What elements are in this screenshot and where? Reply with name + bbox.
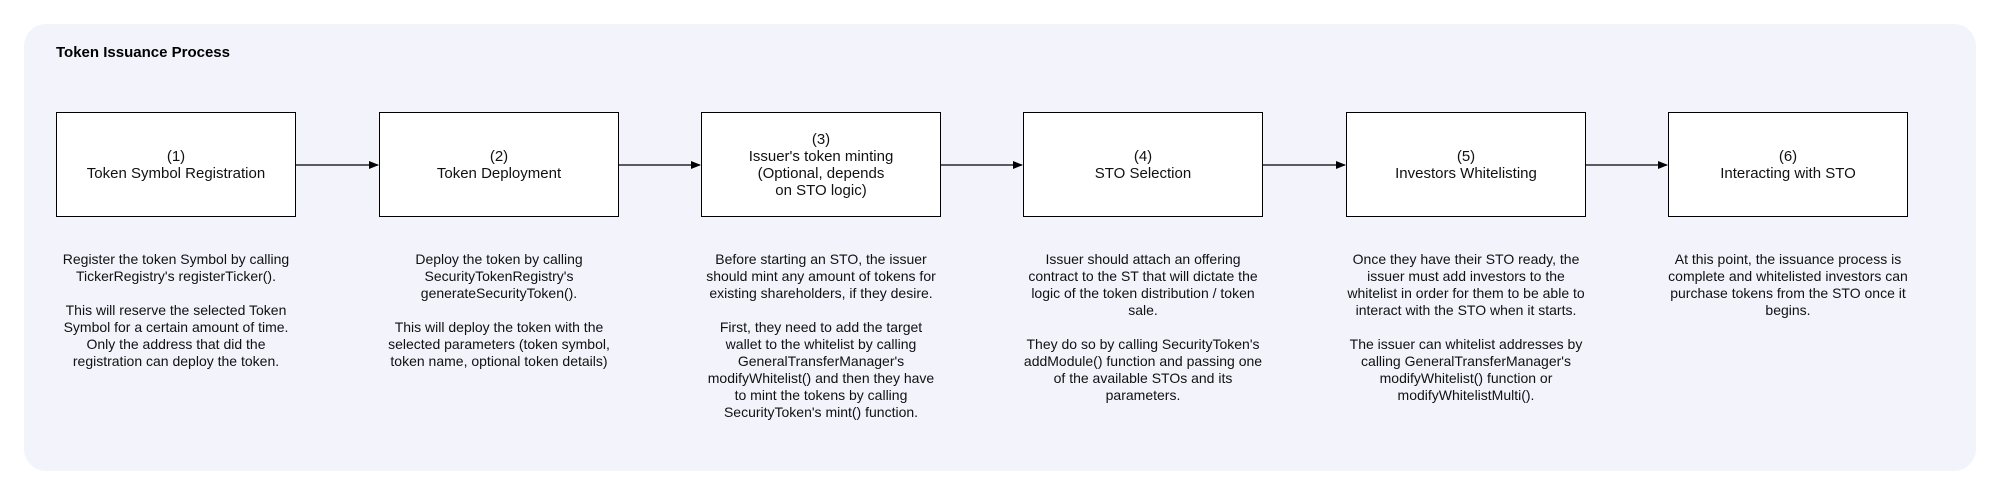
step-box-investors-whitelisting: (5) Investors Whitelisting bbox=[1346, 112, 1586, 217]
step-box-token-deployment: (2) Token Deployment bbox=[379, 112, 619, 217]
step-number: (2) bbox=[489, 147, 509, 165]
step-number: (6) bbox=[1778, 147, 1798, 165]
step-name: Investors Whitelisting bbox=[1395, 164, 1537, 182]
step-name: Token Symbol Registration bbox=[86, 164, 266, 182]
step-description-token-symbol-registration: Register the token Symbol by calling Tic… bbox=[62, 251, 290, 369]
connector-layer bbox=[296, 161, 1668, 169]
step-name: Token Deployment bbox=[436, 164, 562, 182]
step-name: STO Selection bbox=[1094, 164, 1192, 182]
step-box-sto-selection: (4) STO Selection bbox=[1023, 112, 1263, 217]
step-number: (3) bbox=[811, 130, 831, 148]
step-description-investors-whitelisting: Once they have their STO ready, the issu… bbox=[1347, 251, 1585, 403]
step-box-token-symbol-registration: (1) Token Symbol Registration bbox=[56, 112, 296, 217]
step-name: Issuer's token minting (Optional, depend… bbox=[748, 147, 894, 199]
diagram-panel: Token Issuance Process (1) Token Symbol … bbox=[24, 24, 1976, 471]
step-number: (1) bbox=[166, 147, 186, 165]
step-description-sto-selection: Issuer should attach an offering contrac… bbox=[1023, 251, 1263, 403]
step-description-issuer-token-minting: Before starting an STO, the issuer shoul… bbox=[706, 251, 936, 420]
step-number: (5) bbox=[1456, 147, 1476, 165]
step-description-token-deployment: Deploy the token by calling SecurityToke… bbox=[388, 251, 610, 369]
diagram-title: Token Issuance Process bbox=[56, 44, 230, 61]
step-name: Interacting with STO bbox=[1720, 164, 1856, 182]
step-box-issuer-token-minting: (3) Issuer's token minting (Optional, de… bbox=[701, 112, 941, 217]
step-number: (4) bbox=[1133, 147, 1153, 165]
step-box-interacting-with-sto: (6) Interacting with STO bbox=[1668, 112, 1908, 217]
step-description-interacting-with-sto: At this point, the issuance process is c… bbox=[1668, 251, 1908, 318]
